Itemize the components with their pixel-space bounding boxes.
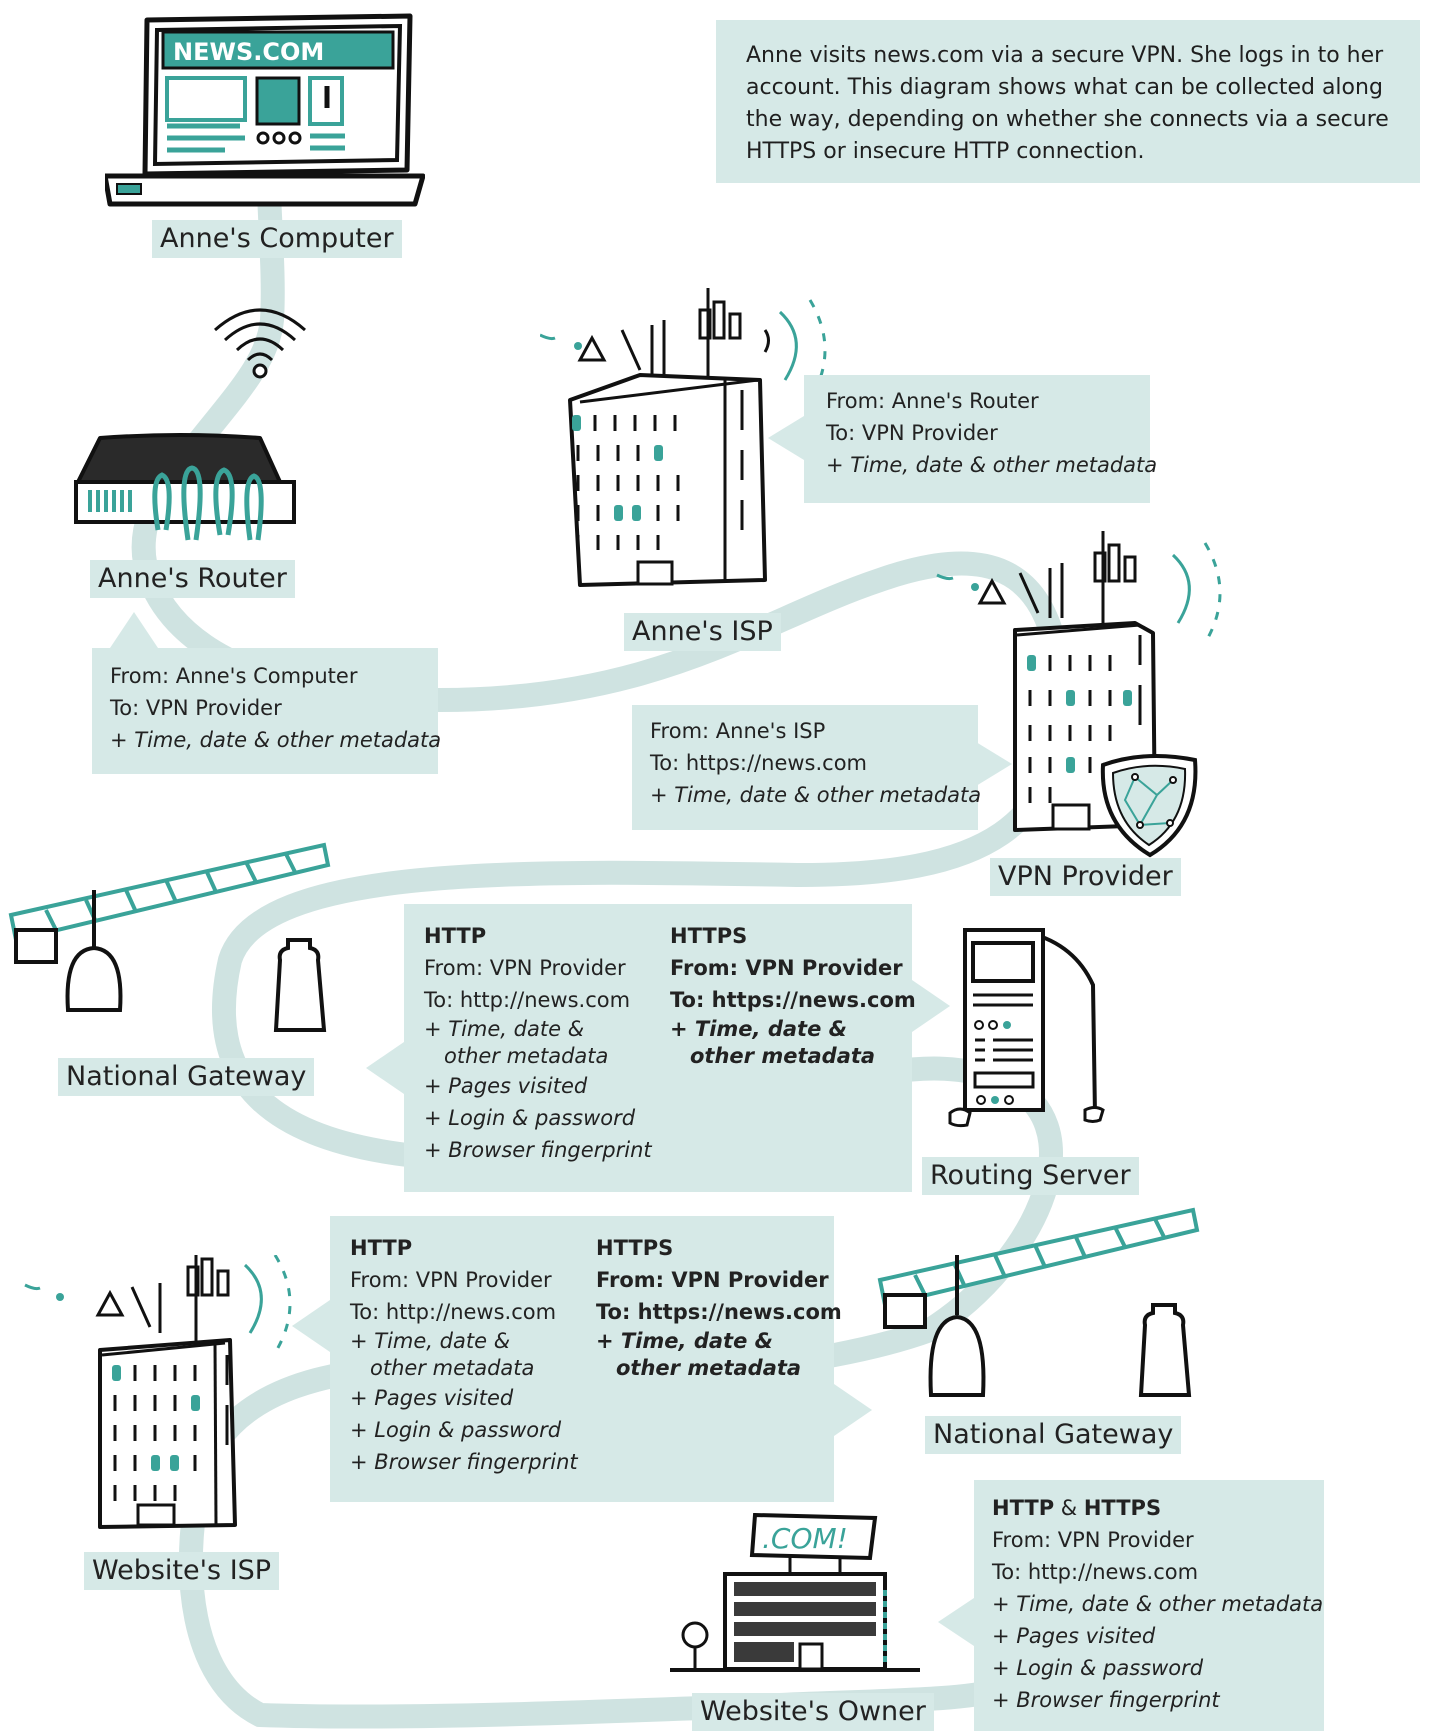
server-icon: [948, 928, 1105, 1128]
owner-box-title-amp: &: [1054, 1496, 1084, 1520]
vpn-box-to: To: https://news.com: [650, 751, 868, 775]
router-box-pointer: [110, 612, 158, 648]
owner-box-pages: + Pages visited: [992, 1624, 1156, 1648]
gateway1-https-to: To: https://news.com: [670, 988, 916, 1012]
vpn-box-from: From: Anne's ISP: [650, 719, 826, 743]
gateway2-http-meta1: + Time, date &: [350, 1329, 511, 1353]
node-label-websites-isp: Website's ISP: [84, 1552, 280, 1590]
gateway1-http-column: HTTP From: VPN Provider To: http://news.…: [424, 920, 652, 1166]
isp-box-pointer: [768, 416, 804, 460]
gateway-barrier-icon: [8, 842, 331, 1032]
owner-box-meta: + Time, date & other metadata: [992, 1592, 1324, 1616]
gateway2-info-box: HTTP From: VPN Provider To: http://news.…: [330, 1216, 842, 1502]
gateway2-http-pages: + Pages visited: [350, 1386, 514, 1410]
gateway2-https-meta1: + Time, date &: [596, 1329, 773, 1353]
vpn-box-meta: + Time, date & other metadata: [650, 783, 982, 807]
vpn-box-pointer: [976, 742, 1012, 786]
intro-box: Anne visits news.com via a secure VPN. S…: [716, 20, 1420, 183]
gateway2-http-title: HTTP: [350, 1236, 413, 1260]
gateway2-https-meta2: other metadata: [616, 1356, 802, 1380]
node-label-routing-server: Routing Server: [922, 1157, 1139, 1195]
owner-box-fingerprint: + Browser fingerprint: [992, 1688, 1220, 1712]
vpn-building-icon: [936, 531, 1222, 858]
owner-box-title-http: HTTP: [992, 1496, 1055, 1520]
gateway1-http-fingerprint: + Browser fingerprint: [424, 1138, 652, 1162]
owner-info-box: HTTP & HTTPS From: VPN Provider To: http…: [974, 1480, 1324, 1731]
gateway1-https-from: From: VPN Provider: [670, 956, 903, 980]
gateway2-http-login: + Login & password: [350, 1418, 562, 1442]
gateway1-https-column: HTTPS From: VPN Provider To: https://new…: [670, 920, 916, 1070]
router-icon: [74, 433, 296, 541]
gateway2-https-column: HTTPS From: VPN Provider To: https://new…: [596, 1232, 842, 1382]
isp-info-box: From: Anne's Router To: VPN Provider + T…: [804, 375, 1158, 503]
website-owner-building-icon: .COM!: [670, 1512, 920, 1672]
gateway2-https-from: From: VPN Provider: [596, 1268, 829, 1292]
gateway1-http-pages: + Pages visited: [424, 1074, 588, 1098]
gateway2-http-fingerprint: + Browser fingerprint: [350, 1450, 578, 1474]
gateway1-http-login: + Login & password: [424, 1106, 636, 1130]
isp-box-to: To: VPN Provider: [826, 421, 998, 445]
gateway1-https-title: HTTPS: [670, 924, 748, 948]
isp-box-from: From: Anne's Router: [826, 389, 1039, 413]
node-label-annes-router: Anne's Router: [90, 560, 295, 598]
sign-text: .COM!: [762, 1522, 848, 1555]
gateway1-box-pointer: [366, 1042, 404, 1094]
gateway1-http-to: To: http://news.com: [424, 988, 631, 1012]
gateway2-box-pointer-right: [834, 1384, 872, 1436]
node-label-websites-owner: Website's Owner: [692, 1693, 934, 1731]
owner-box-login: + Login & password: [992, 1656, 1204, 1680]
owner-box-pointer: [938, 1598, 974, 1646]
router-box-meta: + Time, date & other metadata: [110, 728, 442, 752]
laptop-icon: NEWS.COM: [105, 13, 425, 207]
gateway1-http-meta2: other metadata: [444, 1044, 609, 1068]
vpn-info-box: From: Anne's ISP To: https://news.com + …: [632, 705, 982, 830]
node-label-annes-computer: Anne's Computer: [152, 220, 402, 258]
router-box-to: To: VPN Provider: [110, 696, 282, 720]
gateway2-http-to: To: http://news.com: [350, 1300, 557, 1324]
laptop-screen-text: NEWS.COM: [173, 38, 324, 66]
gateway1-info-box: HTTP From: VPN Provider To: http://news.…: [404, 904, 916, 1192]
gateway1-http-title: HTTP: [424, 924, 487, 948]
gateway2-http-from: From: VPN Provider: [350, 1268, 552, 1292]
gateway1-http-meta1: + Time, date &: [424, 1017, 585, 1041]
owner-box-from: From: VPN Provider: [992, 1528, 1194, 1552]
node-label-annes-isp: Anne's ISP: [624, 613, 781, 651]
gateway1-https-meta2: other metadata: [690, 1044, 876, 1068]
gateway-barrier-icon: [877, 1207, 1200, 1397]
gateway2-box-pointer-left: [292, 1300, 330, 1352]
owner-box-to: To: http://news.com: [992, 1560, 1199, 1584]
isp-box-meta: + Time, date & other metadata: [826, 453, 1158, 477]
intro-text: Anne visits news.com via a secure VPN. S…: [746, 43, 1389, 164]
gateway2-http-column: HTTP From: VPN Provider To: http://news.…: [350, 1232, 578, 1478]
wifi-icon: [214, 308, 306, 379]
owner-box-title: HTTP & HTTPS: [992, 1492, 1306, 1524]
node-label-national-gateway-2: National Gateway: [925, 1416, 1182, 1454]
website-isp-building-icon: [24, 1255, 292, 1529]
node-label-national-gateway-1: National Gateway: [58, 1058, 315, 1096]
router-info-box: From: Anne's Computer To: VPN Provider +…: [92, 648, 442, 774]
gateway2-https-to: To: https://news.com: [596, 1300, 842, 1324]
owner-box-title-https: HTTPS: [1083, 1496, 1162, 1520]
gateway2-http-meta2: other metadata: [370, 1356, 535, 1380]
router-box-from: From: Anne's Computer: [110, 664, 358, 688]
gateway1-https-meta1: + Time, date &: [670, 1017, 847, 1041]
gateway1-box-pointer-right: [912, 980, 950, 1032]
gateway2-https-title: HTTPS: [596, 1236, 674, 1260]
gateway1-http-from: From: VPN Provider: [424, 956, 626, 980]
node-label-vpn-provider: VPN Provider: [990, 858, 1181, 896]
